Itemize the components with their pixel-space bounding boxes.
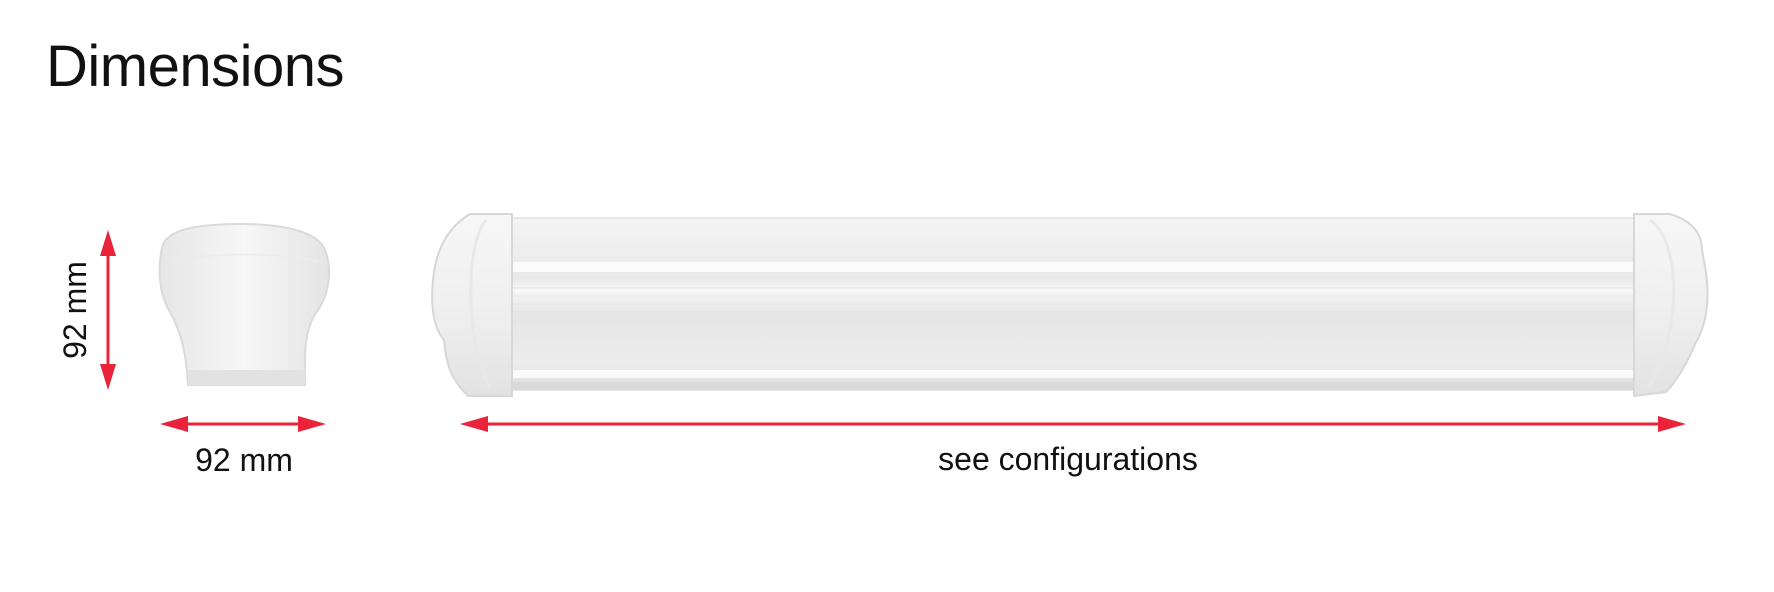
page-title: Dimensions [46,34,345,99]
fixture-end-view [158,222,330,386]
fixture-side-view [431,213,1709,398]
length-dimension-arrow [460,416,1686,432]
height-label: 92 mm [57,261,93,359]
width-label: 92 mm [195,442,293,478]
height-dimension-arrow [100,230,116,390]
length-label: see configurations [938,441,1198,477]
width-dimension-arrow [160,416,326,432]
